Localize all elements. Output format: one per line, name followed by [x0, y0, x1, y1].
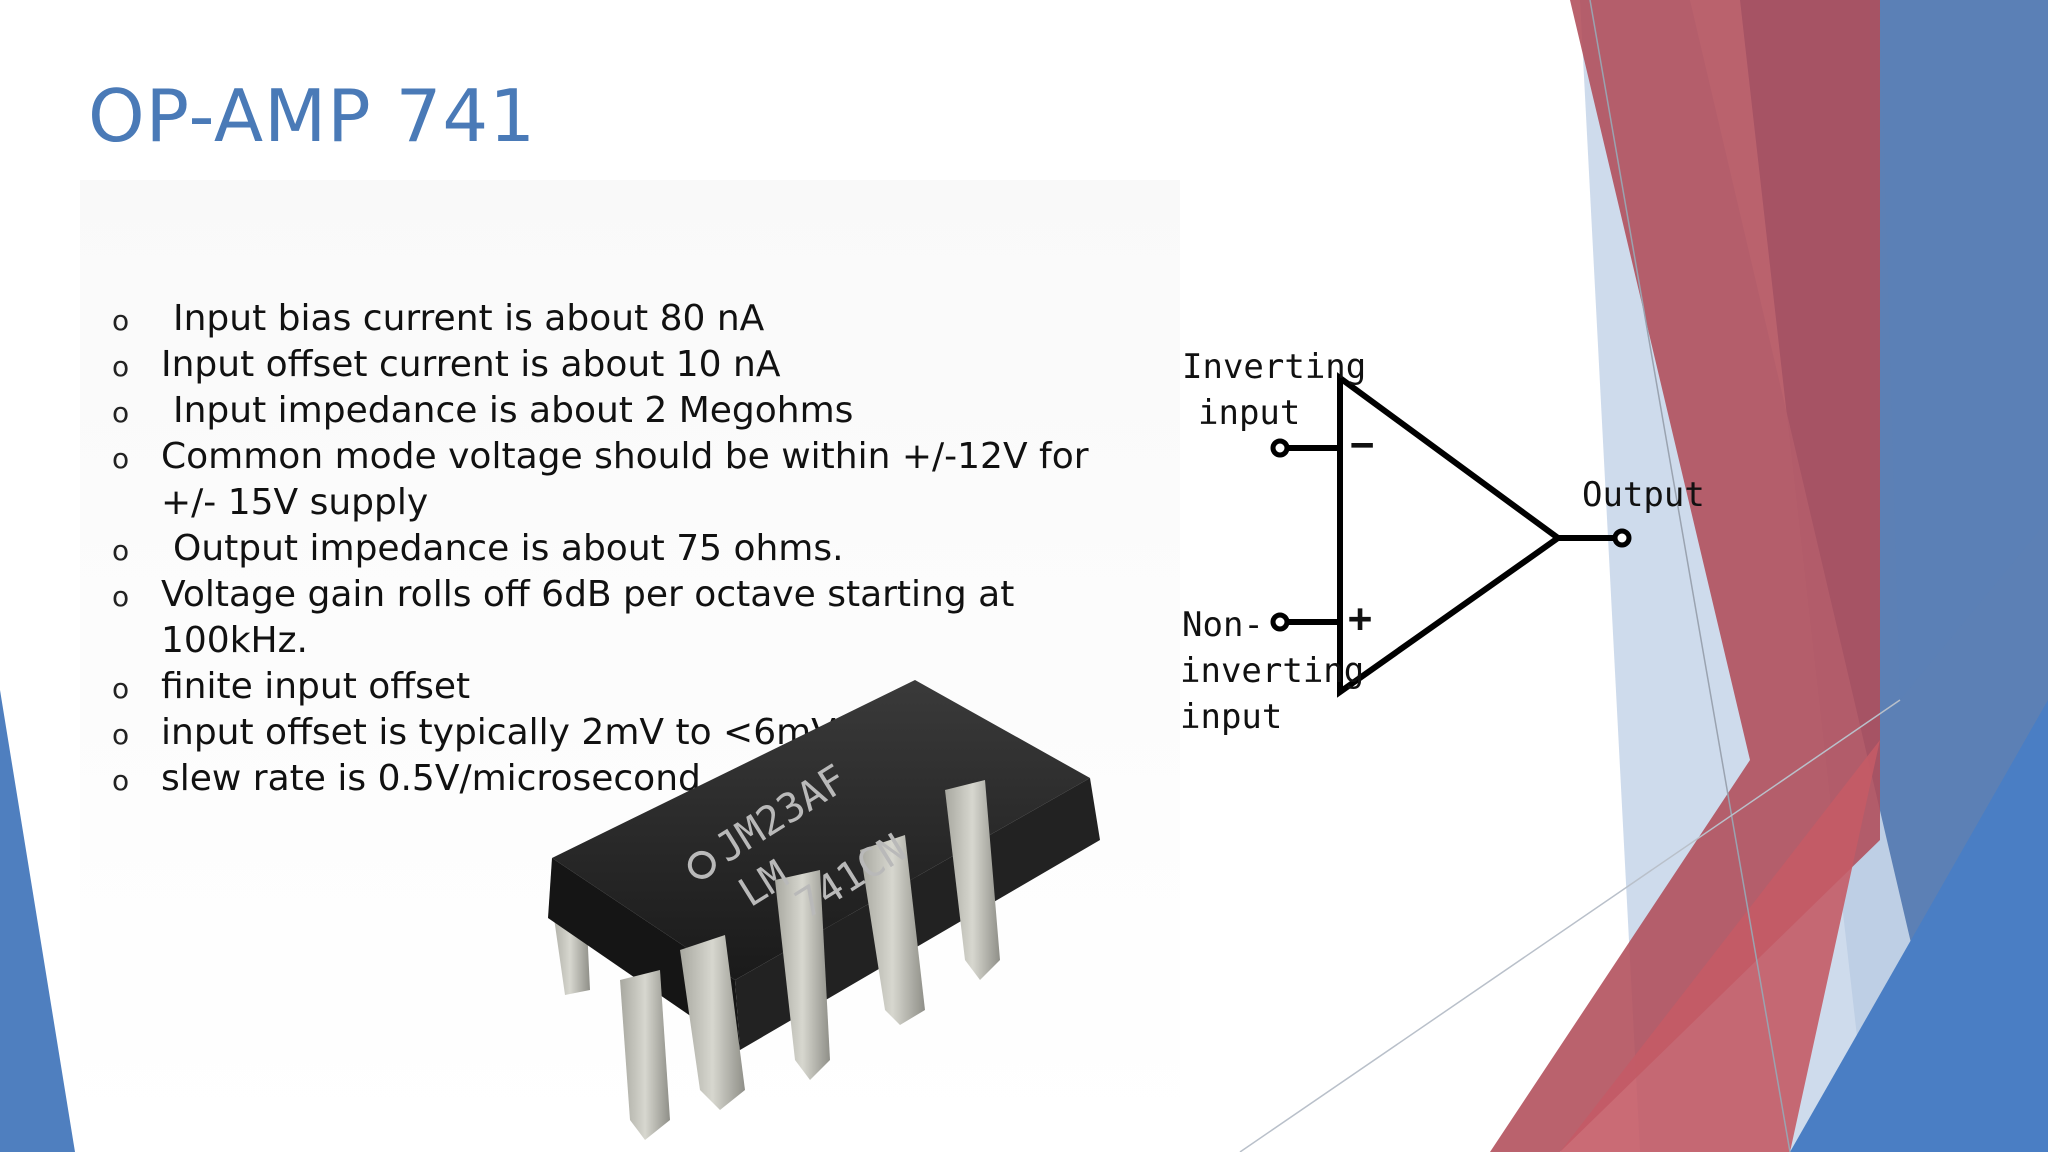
bullet-marker: o: [112, 580, 130, 613]
minus-sign: −: [1350, 422, 1375, 468]
noninverting-terminal: [1270, 612, 1290, 632]
bullet-marker: o: [112, 350, 130, 383]
bullet-item: o Input impedance is about 2 Megohms: [112, 388, 1152, 434]
thin-line-2: [1239, 699, 1901, 1152]
bullet-text: Common mode voltage should be within +/-…: [161, 436, 1089, 523]
inverting-label-2: input: [1198, 393, 1301, 433]
output-terminal: [1612, 528, 1632, 548]
output-label: Output: [1582, 475, 1705, 515]
bullet-text: Input impedance is about 2 Megohms: [173, 390, 854, 431]
bullet-marker: o: [112, 672, 130, 705]
bullet-marker: o: [112, 718, 130, 751]
bullet-item: o Output impedance is about 75 ohms.: [112, 526, 1152, 572]
bullet-marker: o: [112, 442, 130, 475]
bullet-marker: o: [112, 764, 130, 797]
bullet-text: Input offset current is about 10 nA: [161, 344, 781, 385]
opamp-triangle: [1337, 372, 1564, 698]
bullet-text: finite input offset: [161, 666, 471, 707]
chip-pins-front: [620, 780, 1000, 1140]
thin-line-1: [1589, 0, 1791, 1152]
right-bottom-blue: [1790, 700, 2048, 1152]
bullet-item: o Input bias current is about 80 nA: [112, 296, 1152, 342]
bullet-item: o Common mode voltage should be within +/…: [112, 434, 1152, 526]
bullet-text: Voltage gain rolls off 6dB per octave st…: [161, 574, 1015, 661]
bullet-marker: o: [112, 396, 130, 429]
bullet-text: slew rate is 0.5V/microsecond.: [161, 758, 713, 799]
bullet-text: input offset is typically 2mV to <6mV.: [161, 712, 843, 753]
right-red-shape: [1490, 0, 1880, 1152]
opamp-symbol: [1270, 372, 1632, 698]
noninverting-label-2: inverting: [1180, 651, 1365, 691]
bullet-item: o slew rate is 0.5V/microsecond.: [112, 756, 1152, 802]
left-blue-shape: [0, 690, 75, 1152]
noninverting-label-1: Non-: [1182, 605, 1264, 645]
chip-body-top: [552, 680, 1090, 980]
right-mid-blue: [1880, 0, 2048, 700]
bullet-item: o input offset is typically 2mV to <6mV.: [112, 710, 1152, 756]
inverting-label-1: Inverting: [1182, 347, 1367, 387]
bullet-marker: o: [112, 534, 130, 567]
bullet-text: Output impedance is about 75 ohms.: [173, 528, 844, 569]
bullet-text: Input bias current is about 80 nA: [173, 298, 765, 339]
opamp-diagram: Inverting input − + Output Non- invertin…: [1160, 330, 1705, 750]
bullet-item: o finite input offset: [112, 664, 1152, 710]
noninverting-label-3: input: [1180, 697, 1283, 737]
plus-sign: +: [1348, 596, 1373, 642]
inverting-terminal: [1270, 438, 1290, 458]
bullet-item: o Input offset current is about 10 nA: [112, 342, 1152, 388]
chip-body-front: [735, 778, 1100, 1050]
bullet-item: o Voltage gain rolls off 6dB per octave s…: [112, 572, 1152, 664]
bullet-marker: o: [112, 304, 130, 337]
right-bottom-red: [1560, 740, 1880, 1152]
slide-title: OP-AMP 741: [88, 74, 537, 158]
lm741-chip-image: JM23AF LM 741CN: [548, 680, 1100, 1140]
